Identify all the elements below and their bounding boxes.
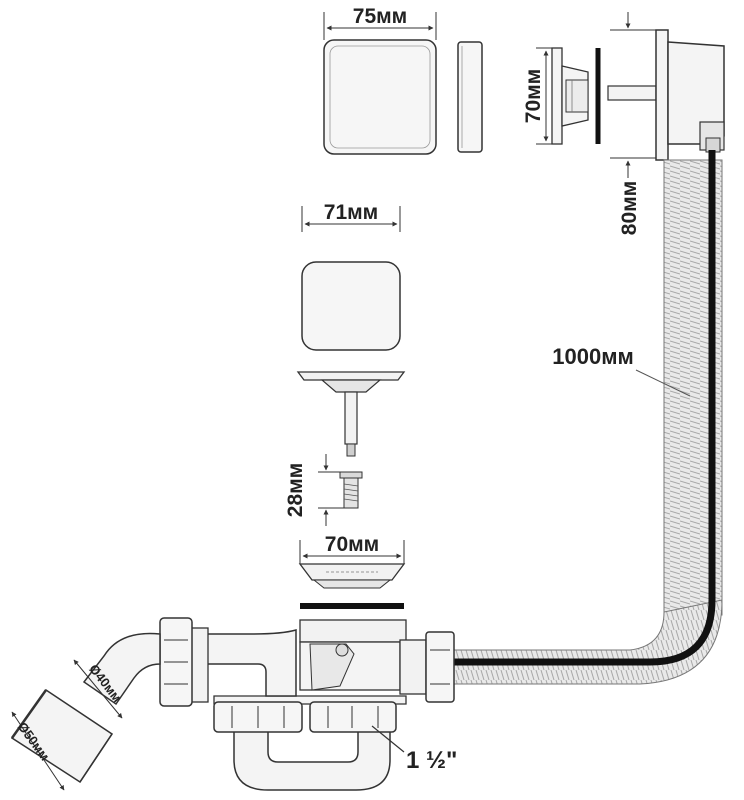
dimension-thread-size: 1 ½" — [371, 725, 457, 774]
dimension-drain-width: 70мм — [299, 533, 405, 564]
label-80mm: 80мм — [618, 181, 641, 235]
plug-screw — [339, 471, 363, 509]
overflow-housing — [607, 29, 725, 161]
plug-stem — [296, 371, 406, 457]
dimension-screw-length: 28мм — [284, 454, 344, 526]
dimension-plug-width: 71мм — [301, 201, 401, 232]
dimension-overflow-cap-width: 75мм — [323, 5, 437, 40]
drain-grate — [298, 563, 406, 589]
control-cable — [355, 150, 716, 666]
label-28mm: 28мм — [284, 463, 307, 517]
label-71mm: 71мм — [324, 201, 378, 224]
dimension-hose-length: 1000мм — [552, 344, 691, 397]
siphon-nut-right — [309, 701, 397, 733]
dimension-overflow-height: 70мм — [522, 47, 556, 145]
label-70mm-horizontal: 70мм — [325, 533, 379, 556]
label-1000mm: 1000мм — [552, 344, 634, 369]
outlet-elbow — [187, 627, 297, 703]
label-70mm-vertical: 70мм — [522, 69, 545, 123]
label-thread-size: 1 ½" — [406, 747, 457, 774]
outlet-union-nut — [159, 617, 193, 707]
drain-gasket — [300, 603, 404, 609]
overflow-union-nut — [425, 631, 455, 703]
drain-body — [299, 619, 427, 695]
plug-cap — [301, 261, 401, 351]
overflow-inner-flange — [551, 47, 589, 145]
siphon-nut-left — [213, 701, 303, 733]
overflow-cap-front — [323, 39, 437, 155]
overflow-cap-side — [457, 41, 483, 153]
dimension-overflow-depth: 80мм — [610, 12, 656, 235]
label-75mm: 75мм — [353, 5, 407, 28]
flexible-overflow-hose — [451, 159, 723, 685]
